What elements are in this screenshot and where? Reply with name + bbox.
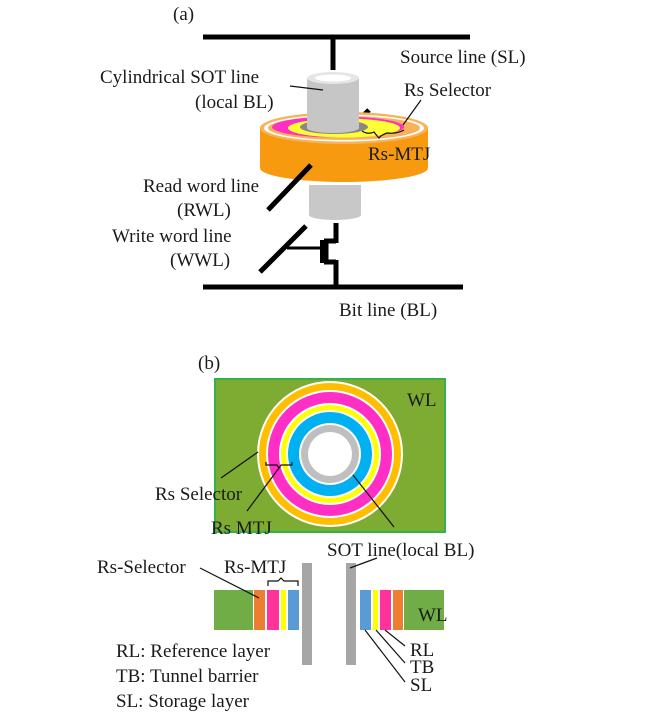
rs-selector-label: Rs Selector [404, 80, 492, 101]
rs-mtj-cs-label: Rs-MTJ [224, 557, 286, 578]
panel-b-label: (b) [198, 353, 220, 374]
cylindrical-sot-line [307, 72, 359, 133]
rwl-label-2: (RWL) [177, 200, 231, 221]
rs-mtj-top-leader [246, 467, 280, 512]
rs-mtj-brace [361, 129, 405, 139]
wl-top-label: WL [407, 390, 437, 411]
cross-section-left [214, 590, 299, 630]
rs-mtj-top-label: Rs MTJ [211, 518, 272, 539]
rs-selector-cs-leader [199, 567, 260, 599]
tb-leader [375, 629, 406, 664]
wwl-label-2: (WWL) [170, 250, 230, 271]
cross-section-right [360, 590, 444, 630]
panel-a-label: (a) [173, 4, 194, 25]
rs-mtj-label: Rs-MTJ [368, 144, 430, 165]
legend-tb: TB: Tunnel barrier [116, 666, 259, 687]
tb-label: TB [410, 657, 434, 678]
wl-cross-label: WL [418, 605, 448, 626]
bit-line-label: Bit line (BL) [339, 300, 437, 321]
source-line-label: Source line (SL) [400, 47, 526, 68]
legend-rl: RL: Reference layer [116, 641, 271, 662]
sot-line-cs-leader [349, 557, 378, 569]
rl-label: RL [410, 640, 434, 661]
rs-selector-cs-label: Rs-Selector [97, 557, 186, 578]
rs-mtj-cs-brace [267, 577, 299, 586]
sot-line-leader [289, 85, 324, 91]
sot-line-top-label: SOT line(local BL) [327, 540, 474, 561]
rl-leader [384, 629, 406, 647]
cylindrical-sot-line-lower [309, 185, 361, 220]
rwl-label-1: Read word line [143, 176, 259, 197]
write-transistor [287, 223, 339, 287]
sot-line-left-bar [302, 563, 312, 665]
concentric-rings [257, 381, 403, 527]
sl-label: SL [410, 675, 432, 696]
wwl-label-1: Write word line [112, 226, 232, 247]
sot-line-top-leader [352, 474, 395, 528]
rs-selector-top-leader [220, 451, 259, 479]
sot-line-right-bar [346, 563, 356, 665]
sl-leader [364, 629, 406, 683]
sot-line-label-2: (local BL) [195, 92, 274, 113]
wwl-wire [258, 224, 308, 274]
rwl-wire [266, 163, 313, 212]
sot-line-label-1: Cylindrical SOT line [100, 67, 259, 88]
rs-selector-leader [402, 99, 422, 126]
rs-selector-top-label: Rs Selector [155, 484, 243, 505]
legend-sl: SL: Storage layer [116, 691, 250, 712]
